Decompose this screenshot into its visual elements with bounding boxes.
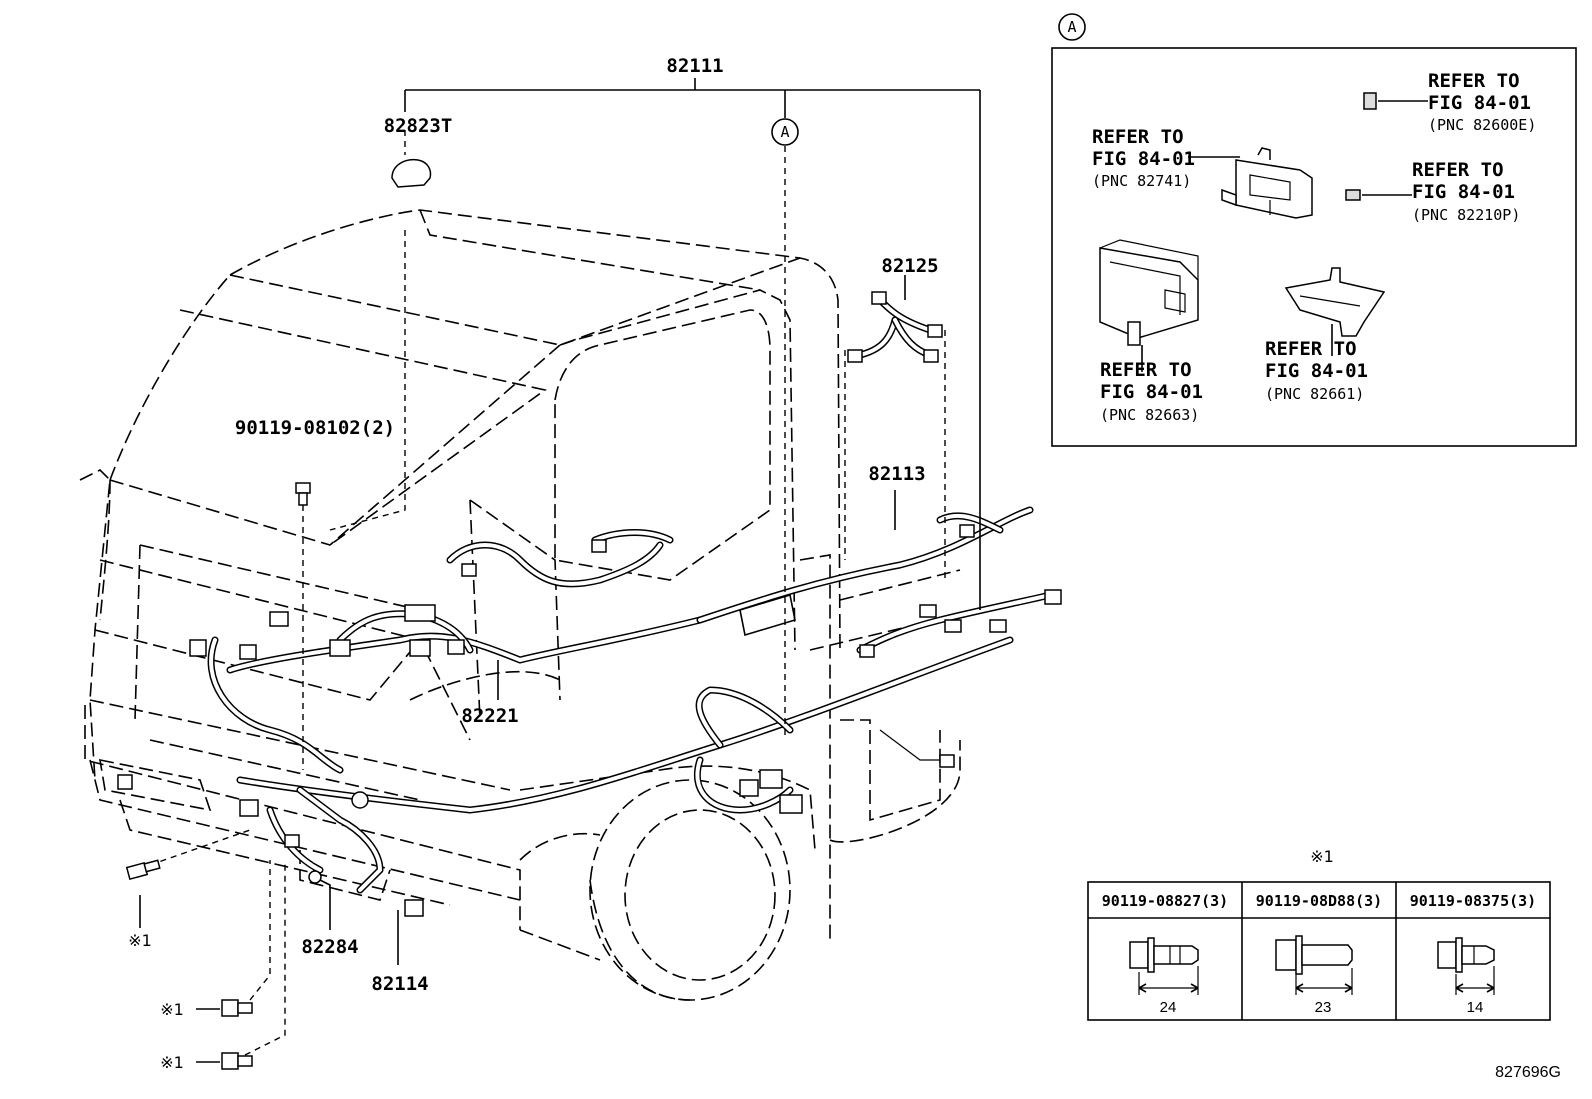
connector-rear-g — [939, 754, 955, 768]
connector-engine-e — [591, 539, 607, 553]
bolt-spec-table: ※1 90119-08827(3) 90119-08D88(3) 90119-0… — [1087, 847, 1551, 1021]
connector-headlamp — [117, 774, 133, 790]
connector-rear-f — [959, 524, 975, 538]
bolt-table-header-3: 90119-08375(3) — [1410, 892, 1536, 910]
detail-ref-5-line2: FIG 84-01 — [1265, 360, 1368, 382]
detail-ref-3-line2: FIG 84-01 — [1412, 181, 1515, 203]
connector-frame-c — [739, 779, 759, 797]
connector-engine-f — [461, 563, 477, 577]
bolt-table-frame — [1087, 881, 1551, 1021]
bolt-length-08827: 24 — [1160, 999, 1177, 1016]
connector-engine-a — [329, 639, 351, 657]
connector-82125-c — [847, 349, 863, 363]
connector-engine-b — [409, 639, 431, 657]
bolt-table-header-1: 90119-08827(3) — [1102, 892, 1228, 910]
detail-ref-3-pnc: (PNC 82210P) — [1412, 206, 1520, 224]
connector-rear-d — [944, 619, 962, 633]
bolt-table-header-2: 90119-08D88(3) — [1256, 892, 1382, 910]
detail-ref-5-line1: REFER TO — [1265, 338, 1357, 360]
circle-a-main-marker — [771, 118, 799, 146]
connector-engine-c — [447, 639, 465, 655]
figure-code: 827696G — [1495, 1064, 1561, 1081]
label-82823T: 82823T — [384, 115, 453, 137]
connector-82125-d — [923, 349, 939, 363]
clip-82823T-icon — [391, 158, 432, 188]
harness-82125 — [856, 296, 934, 359]
detail-ref-2-pnc: (PNC 82741) — [1092, 172, 1191, 190]
label-82111: 82111 — [666, 55, 723, 77]
detail-ref-4-pnc: (PNC 82663) — [1100, 406, 1199, 424]
detail-ref-3-line1: REFER TO — [1412, 159, 1504, 181]
harness-82113-frame — [693, 512, 1054, 814]
label-82113: 82113 — [868, 463, 925, 485]
detail-ref-5-pnc: (PNC 82661) — [1265, 385, 1364, 403]
connector-82125-b — [927, 324, 943, 338]
connector-front-d — [284, 834, 300, 848]
detail-part-82661-icon — [1284, 267, 1386, 337]
detail-ref-2-line2: FIG 84-01 — [1092, 148, 1195, 170]
connector-rear-c — [919, 604, 937, 618]
label-star1-a: ※1 — [128, 931, 152, 950]
label-82114: 82114 — [371, 973, 428, 995]
connector-engine-d — [269, 611, 289, 627]
bolt-90119-08102-icon — [295, 482, 311, 506]
detail-inset-a: A REFER TO FIG 84-01 (PNC 82600E) REFER … — [1051, 13, 1577, 447]
detail-part-82663-icon — [1099, 239, 1199, 346]
bolt-star1-c-icon — [221, 1052, 253, 1070]
circle-a-main-label: A — [780, 123, 789, 141]
label-star1-c: ※1 — [160, 1053, 184, 1072]
detail-inset-frame — [1051, 47, 1577, 447]
bolt-08375-icon — [1437, 937, 1495, 973]
detail-ref-2-line1: REFER TO — [1092, 126, 1184, 148]
connector-rear-b — [1044, 589, 1062, 605]
detail-ref-4-line2: FIG 84-01 — [1100, 381, 1203, 403]
bolt-length-08D88: 23 — [1315, 999, 1332, 1016]
connector-82284 — [308, 870, 322, 884]
detail-ref-1-line2: FIG 84-01 — [1428, 92, 1531, 114]
connector-front-a — [189, 639, 207, 657]
circle-a-detail-label: A — [1067, 18, 1076, 36]
connector-front-c — [239, 799, 259, 817]
connector-82125-a — [871, 291, 887, 305]
connector-rear-e — [859, 644, 875, 658]
connector-front-ring — [351, 791, 369, 809]
bolt-length-08375: 14 — [1467, 999, 1484, 1016]
callout-leaders — [139, 78, 981, 1063]
harness-82111 — [207, 506, 1034, 814]
harness-engine-room — [336, 529, 674, 654]
circle-a-detail-marker — [1058, 13, 1086, 41]
label-82284: 82284 — [301, 936, 358, 958]
connector-82114 — [404, 899, 424, 917]
label-82221: 82221 — [461, 705, 518, 727]
junction-block — [404, 604, 436, 622]
label-82125: 82125 — [881, 255, 938, 277]
bolt-star1-a-icon — [125, 859, 161, 881]
detail-part-82600E-icon — [1363, 92, 1377, 110]
connector-frame-b — [779, 794, 803, 814]
connectors — [117, 291, 1062, 917]
bolt-star1-b-icon — [221, 999, 253, 1017]
bolt-08827-icon — [1129, 937, 1199, 973]
detail-ref-1-pnc: (PNC 82600E) — [1428, 116, 1536, 134]
detail-part-82741-icon — [1221, 147, 1313, 219]
bolt-08D88-icon — [1275, 935, 1353, 975]
connector-frame-a — [759, 769, 783, 789]
connector-front-b — [239, 644, 257, 660]
connector-rear-a — [989, 619, 1007, 633]
detail-part-82210P-icon — [1345, 189, 1361, 201]
detail-ref-1-line1: REFER TO — [1428, 70, 1520, 92]
truck-cab-outline — [79, 209, 1021, 1001]
label-90119-08102: 90119-08102(2) — [235, 417, 395, 439]
label-star1-b: ※1 — [160, 1000, 184, 1019]
bolt-table-star: ※1 — [1310, 847, 1334, 866]
detail-ref-4-line1: REFER TO — [1100, 359, 1192, 381]
